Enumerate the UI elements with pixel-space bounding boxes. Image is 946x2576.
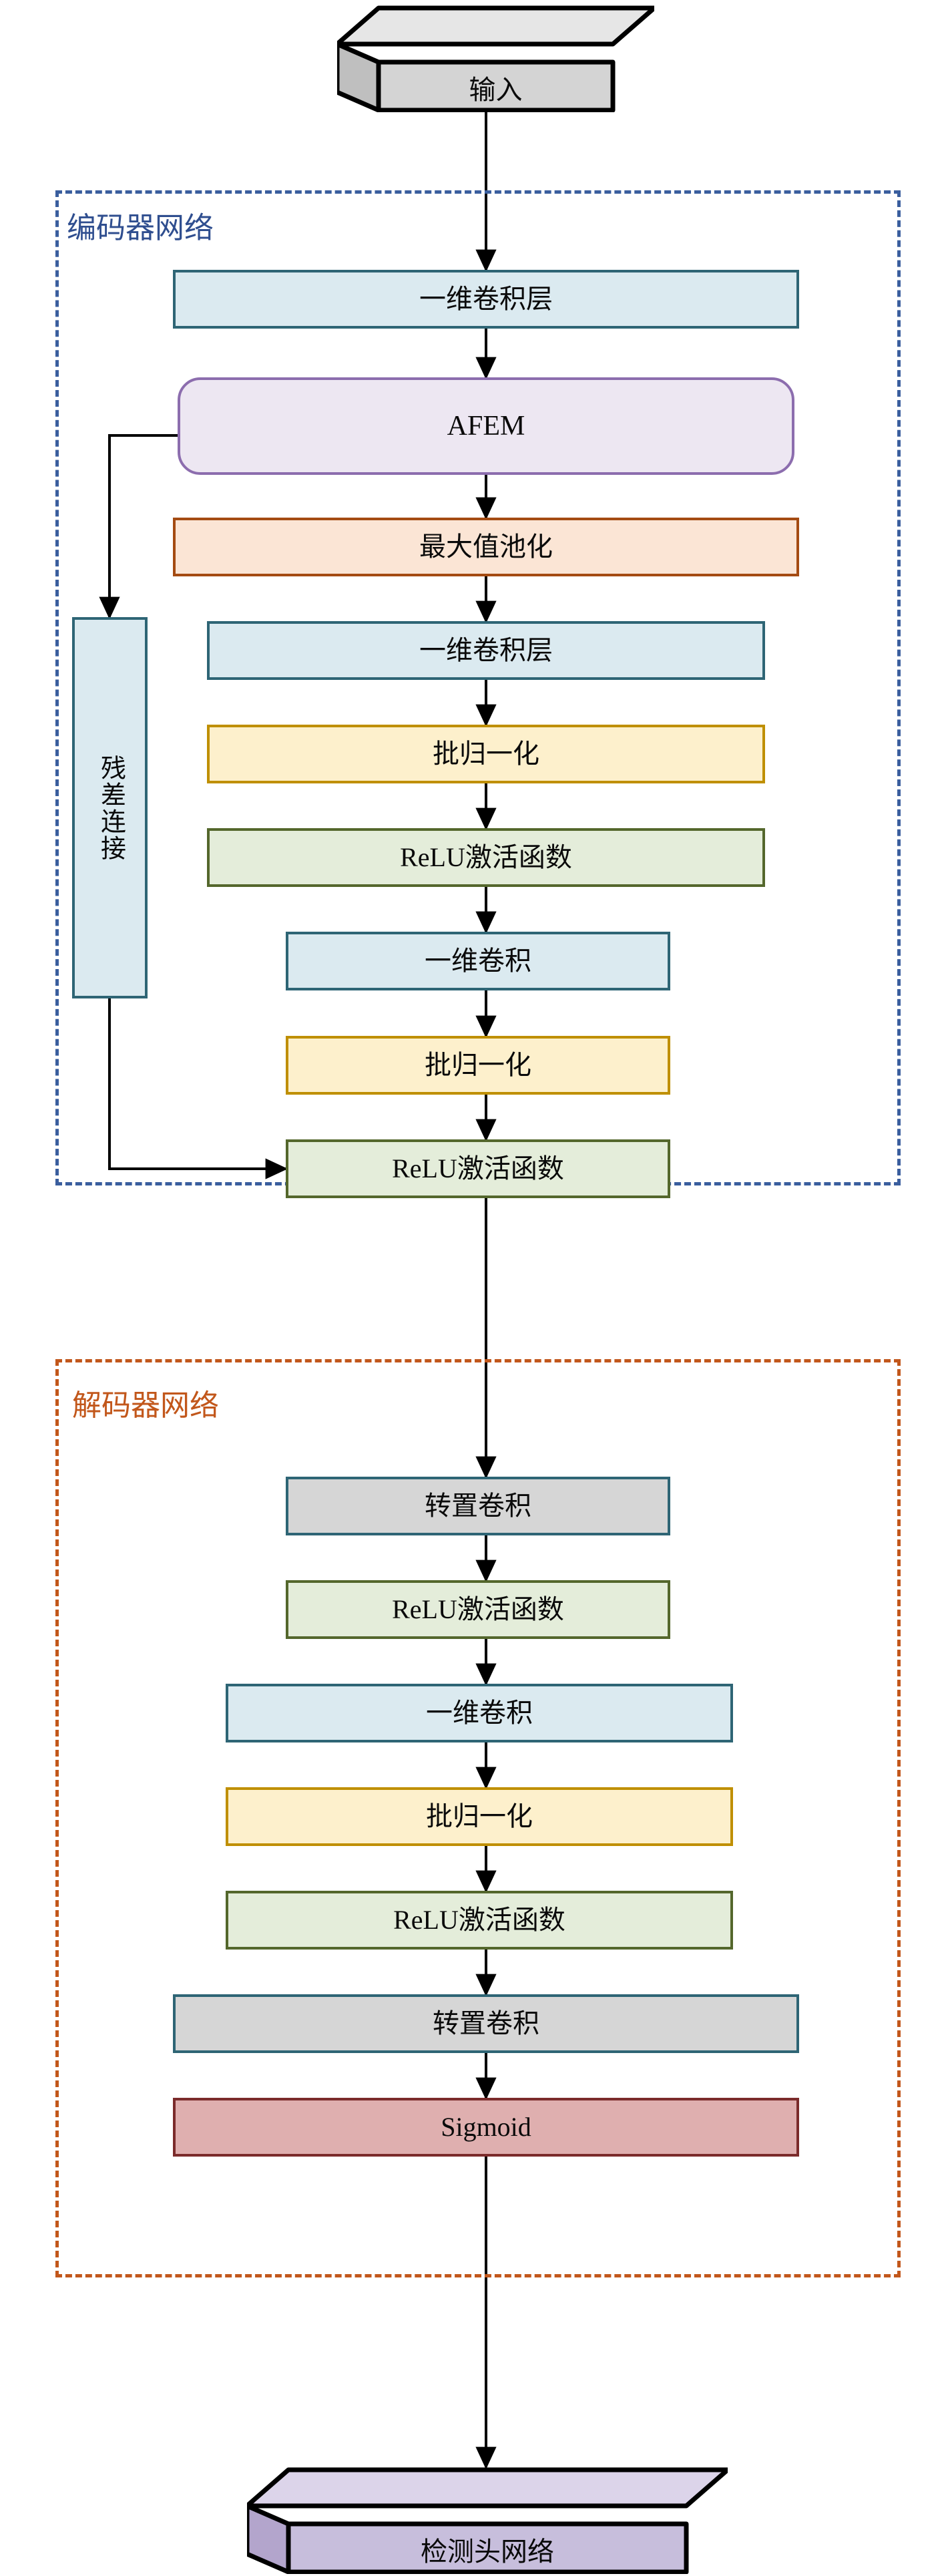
node-dec-tconv2[interactable]: 转置卷积 [173, 1994, 799, 2053]
input-node-label: 输入 [469, 75, 523, 105]
node-enc-afem[interactable]: AFEM [178, 377, 794, 475]
node-dec-relu2-label: ReLU激活函数 [393, 1905, 565, 1935]
node-enc-relu2[interactable]: ReLU激活函数 [286, 1139, 670, 1198]
node-enc-pool-label: 最大值池化 [419, 532, 553, 562]
node-dec-tconv1-label: 转置卷积 [425, 1491, 531, 1521]
node-dec-relu1[interactable]: ReLU激活函数 [286, 1580, 670, 1639]
node-residual-connection[interactable]: 残差连接 [72, 617, 148, 998]
node-enc-conv2-label: 一维卷积层 [419, 635, 553, 665]
node-enc-bn2[interactable]: 批归一化 [286, 1036, 670, 1095]
node-dec-relu1-label: ReLU激活函数 [392, 1594, 564, 1624]
node-enc-afem-label: AFEM [447, 410, 525, 441]
decoder-group-title: 解码器网络 [72, 1389, 219, 1422]
node-dec-bn1-label: 批归一化 [426, 1801, 533, 1831]
node-enc-conv1-label: 一维卷积层 [419, 284, 553, 314]
node-enc-conv3[interactable]: 一维卷积 [286, 932, 670, 990]
node-enc-conv3-label: 一维卷积 [425, 946, 531, 976]
node-dec-conv1-label: 一维卷积 [426, 1698, 533, 1728]
node-dec-tconv2-label: 转置卷积 [433, 2008, 539, 2038]
node-enc-bn1-label: 批归一化 [433, 739, 539, 769]
node-enc-conv1[interactable]: 一维卷积层 [173, 270, 799, 329]
output-node-label: 检测头网络 [421, 2537, 554, 2567]
encoder-group-title: 编码器网络 [67, 212, 214, 244]
node-residual-connection-label: 残差连接 [96, 754, 125, 862]
node-enc-relu1-label: ReLU激活函数 [400, 842, 572, 872]
node-dec-conv1[interactable]: 一维卷积 [226, 1684, 733, 1742]
decoder-group-frame [55, 1359, 901, 2277]
node-enc-bn2-label: 批归一化 [425, 1050, 531, 1080]
node-enc-relu2-label: ReLU激活函数 [392, 1153, 564, 1183]
node-enc-relu1[interactable]: ReLU激活函数 [207, 828, 765, 887]
input-node-shape [334, 5, 657, 113]
node-enc-conv2[interactable]: 一维卷积层 [207, 621, 765, 680]
node-dec-sigmoid[interactable]: Sigmoid [173, 2098, 799, 2157]
node-dec-bn1[interactable]: 批归一化 [226, 1787, 733, 1846]
node-dec-relu2[interactable]: ReLU激活函数 [226, 1891, 733, 1950]
output-node[interactable]: 检测头网络 [244, 2467, 730, 2575]
input-node[interactable]: 输入 [334, 5, 657, 113]
node-enc-pool[interactable]: 最大值池化 [173, 518, 799, 576]
node-enc-bn1[interactable]: 批归一化 [207, 725, 765, 783]
node-dec-tconv1[interactable]: 转置卷积 [286, 1477, 670, 1535]
node-dec-sigmoid-label: Sigmoid [441, 2112, 531, 2142]
